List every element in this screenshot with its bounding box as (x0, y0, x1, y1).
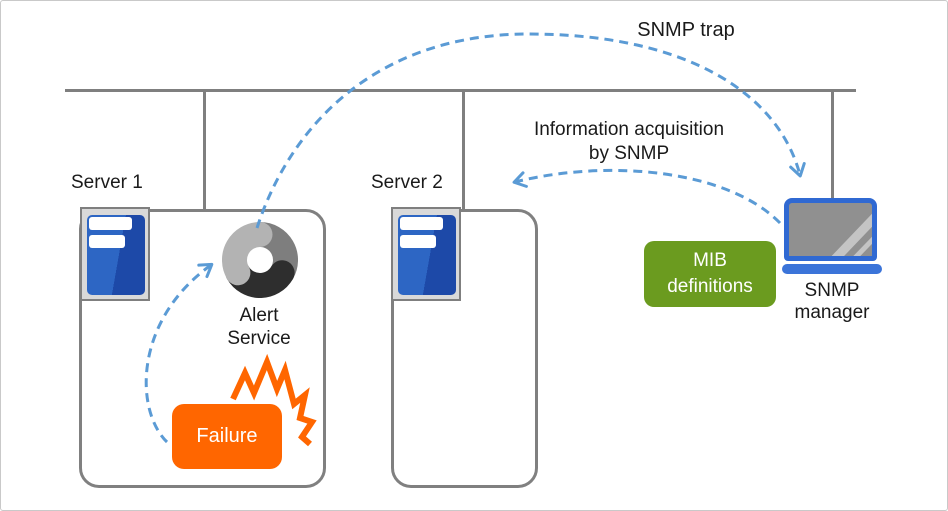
info-acquisition-line2: by SNMP (588, 143, 670, 164)
alert-service-label: Alert Service (194, 304, 324, 350)
server1-server-icon (80, 207, 150, 301)
info-acquisition-label: Information acquisition by SNMP (469, 118, 789, 166)
snmp-trap-label: SNMP trap (586, 19, 786, 42)
server2-label: Server 2 (371, 172, 443, 193)
snmp-trap-label-text: SNMP trap (637, 19, 735, 41)
network-bus-line (65, 89, 856, 92)
snmp-manager-label: SNMP manager (769, 280, 895, 324)
info-acquisition-line1: Information acquisition (533, 119, 725, 140)
mib-definitions-box: MIB definitions (644, 241, 776, 307)
info-acquisition-arrow (512, 168, 782, 225)
alert-service-line2: Service (227, 328, 291, 349)
snmp-manager-line2: manager (794, 302, 870, 323)
server1-label: Server 1 (71, 172, 143, 193)
mib-line1: MIB (693, 250, 727, 271)
server2-server-icon (391, 207, 461, 301)
laptop-base (782, 264, 882, 274)
server-icon-slot (89, 217, 132, 230)
laptop-icon (784, 198, 877, 261)
laptop-screen-reflection (831, 213, 872, 256)
snmp-manager-line1: SNMP (804, 280, 860, 301)
failure-box: Failure (172, 404, 282, 469)
mib-line2: definitions (667, 276, 753, 297)
server-icon-slot (89, 235, 125, 248)
failure-starburst-icon (230, 353, 317, 447)
alert-service-icon (222, 222, 298, 298)
failure-label: Failure (196, 425, 258, 447)
server-icon-slot (400, 235, 436, 248)
alert-service-line1: Alert (239, 305, 279, 326)
server-icon-slot (400, 217, 443, 230)
server1-network-drop-line (203, 89, 206, 209)
snmp-manager-network-drop-line (831, 89, 834, 201)
server2-network-drop-line (462, 89, 465, 209)
